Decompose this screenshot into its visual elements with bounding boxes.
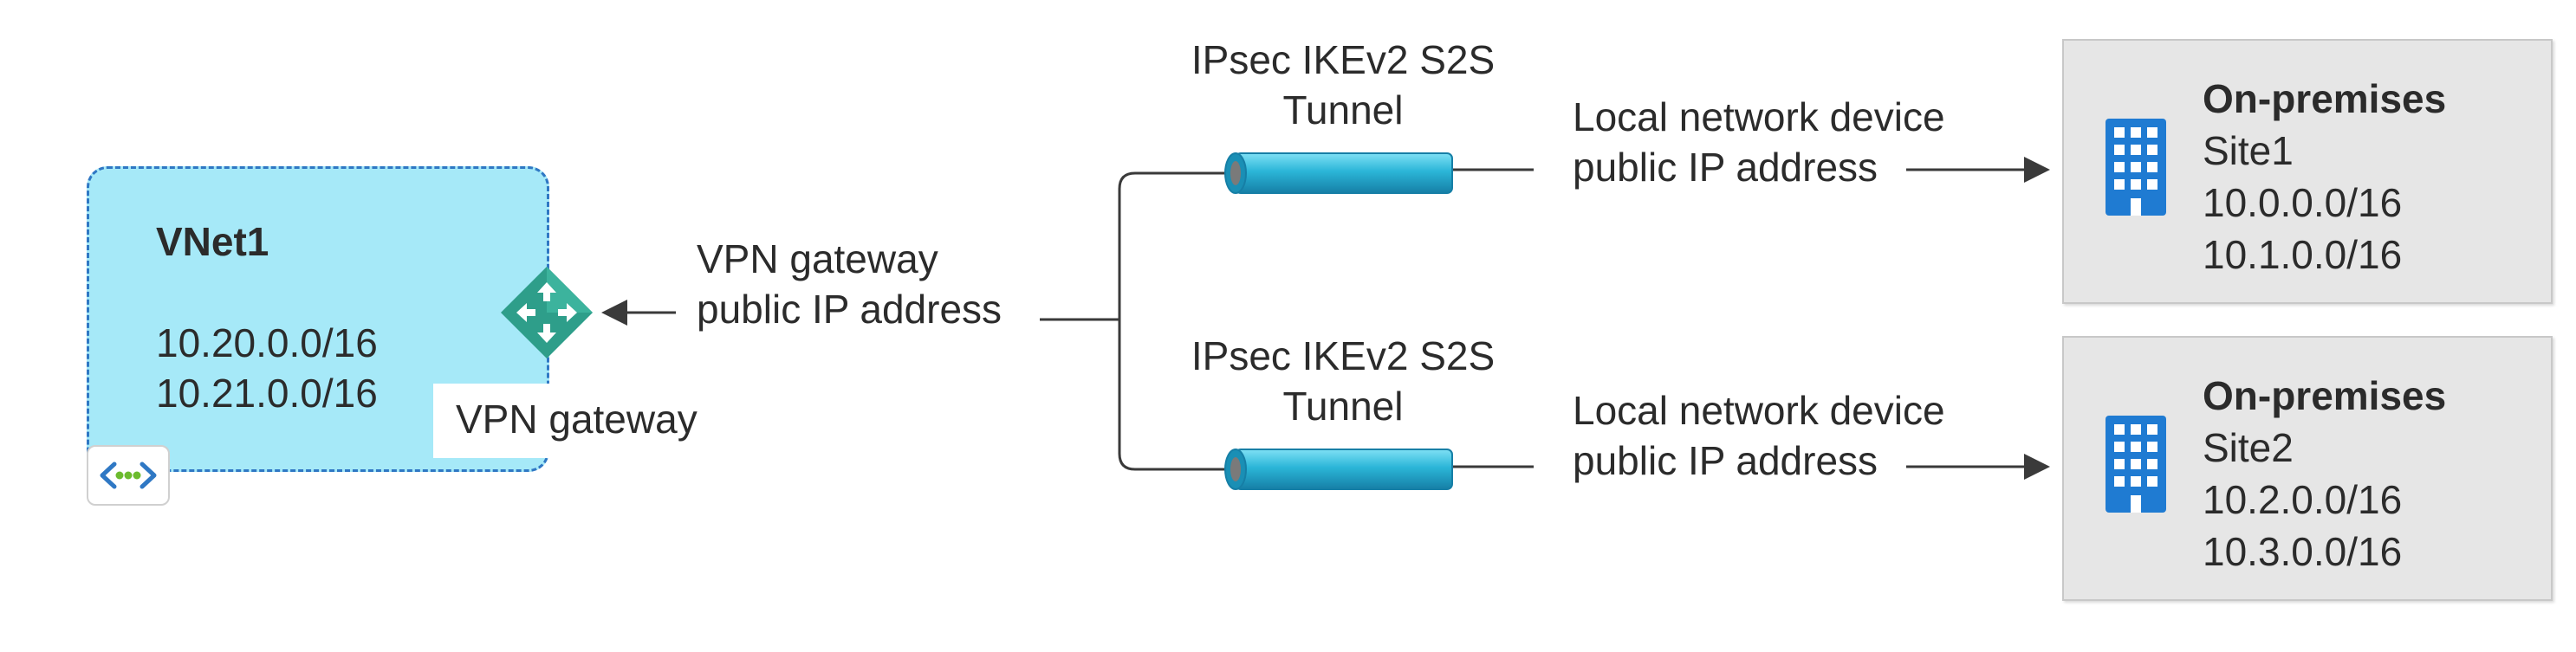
- vpn-gateway-public-ip-label: VPN gateway public IP address: [697, 234, 1002, 334]
- local-network-device-label-2: Local network device public IP address: [1573, 385, 1945, 486]
- site-name: Site2: [2203, 425, 2294, 470]
- label-line: public IP address: [697, 287, 1002, 332]
- gateway-label-background: [433, 384, 555, 458]
- site-prefix: 10.2.0.0/16: [2203, 477, 2403, 522]
- label-line: Tunnel: [1282, 87, 1404, 132]
- vnet-prefix: 10.21.0.0/16: [156, 371, 378, 416]
- label-line: public IP address: [1573, 438, 1878, 483]
- site-title: On-premises: [2203, 76, 2447, 121]
- site-prefix: 10.0.0.0/16: [2203, 180, 2403, 225]
- on-premises-site-1: On-premises Site1 10.0.0.0/16 10.1.0.0/1…: [2062, 39, 2553, 304]
- vnet-prefix: 10.20.0.0/16: [156, 320, 378, 365]
- vpn-gateway-router-icon: [497, 263, 596, 362]
- tunnel-pipe-2: [1224, 449, 1453, 490]
- label-line: IPsec IKEv2 S2S: [1191, 37, 1496, 82]
- label-line: IPsec IKEv2 S2S: [1191, 333, 1496, 378]
- local-network-device-label-1: Local network device public IP address: [1573, 92, 1945, 192]
- building-icon: [2106, 119, 2166, 216]
- building-icon: [2106, 416, 2166, 513]
- branch-lines: [1118, 171, 1237, 471]
- tunnel-1-label: IPsec IKEv2 S2S Tunnel: [1170, 35, 1516, 135]
- site-prefix: 10.1.0.0/16: [2203, 232, 2403, 277]
- tunnel-pipe-1: [1224, 152, 1453, 194]
- site-name: Site1: [2203, 128, 2294, 173]
- label-line: Local network device: [1573, 94, 1945, 139]
- tunnel-2-label: IPsec IKEv2 S2S Tunnel: [1170, 331, 1516, 431]
- virtual-network-icon: [87, 445, 170, 506]
- vpn-gateway-label: VPN gateway: [456, 397, 698, 442]
- label-line: VPN gateway: [697, 236, 938, 281]
- site-title: On-premises: [2203, 373, 2447, 418]
- label-line: Local network device: [1573, 388, 1945, 433]
- label-line: public IP address: [1573, 145, 1878, 190]
- site-prefix: 10.3.0.0/16: [2203, 529, 2403, 574]
- on-premises-site-2: On-premises Site2 10.2.0.0/16 10.3.0.0/1…: [2062, 336, 2553, 601]
- label-line: Tunnel: [1282, 384, 1404, 429]
- vnet-name: VNet1: [156, 219, 269, 264]
